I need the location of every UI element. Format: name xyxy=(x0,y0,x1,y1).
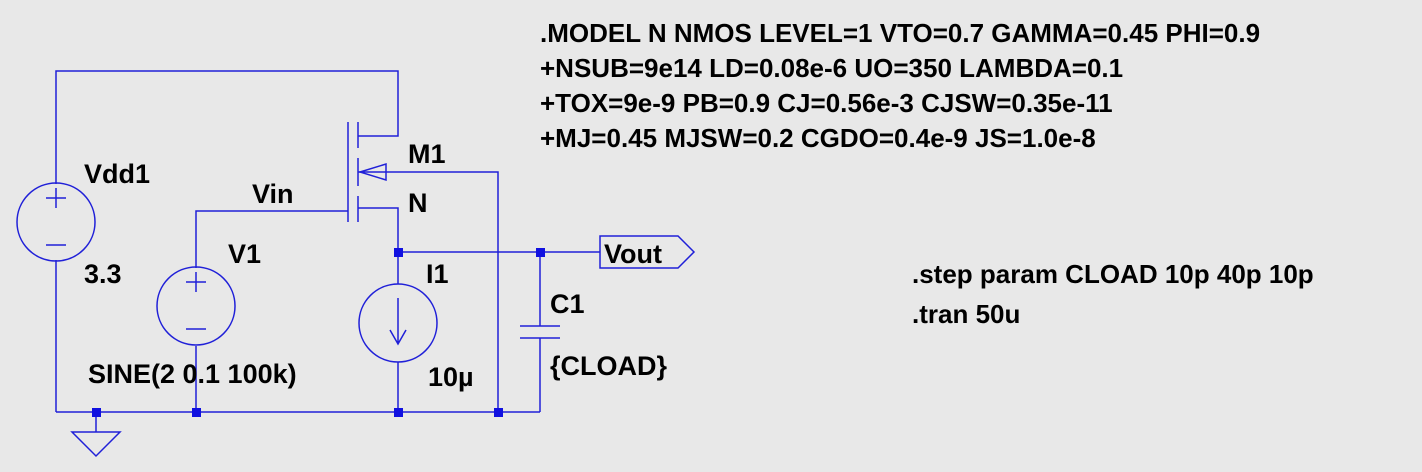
plus-sign-icon xyxy=(186,272,206,292)
v1-value-label: SINE(2 0.1 100k) xyxy=(88,359,297,389)
step-directive: .step param CLOAD 10p 40p 10p xyxy=(912,259,1314,289)
junction-dot xyxy=(394,408,403,417)
wire-source xyxy=(358,207,399,284)
current-arrow-icon xyxy=(389,298,407,346)
i1-name-label: I1 xyxy=(426,259,449,289)
model-line: +MJ=0.45 MJSW=0.2 CGDO=0.4e-9 JS=1.0e-8 xyxy=(540,123,1096,153)
wire-body xyxy=(358,171,499,412)
junction-dot xyxy=(494,408,503,417)
wire-vin-net xyxy=(195,210,348,268)
simulation-directive[interactable]: .step param CLOAD 10p 40p 10p .tran 50u xyxy=(912,259,1314,329)
vout-net-label: Vout xyxy=(604,239,662,269)
plus-sign-icon xyxy=(46,188,66,208)
i1-value-label: 10µ xyxy=(428,362,474,392)
wires xyxy=(55,70,600,432)
tran-directive: .tran 50u xyxy=(912,299,1020,329)
model-directive[interactable]: .MODEL N NMOS LEVEL=1 VTO=0.7 GAMMA=0.45… xyxy=(540,18,1260,153)
vdd1-source[interactable] xyxy=(16,182,96,262)
junction-dot xyxy=(192,408,201,417)
m1-model-label: N xyxy=(408,188,428,218)
model-line: .MODEL N NMOS LEVEL=1 VTO=0.7 GAMMA=0.45… xyxy=(540,18,1260,48)
model-line: +TOX=9e-9 PB=0.9 CJ=0.56e-3 CJSW=0.35e-1… xyxy=(540,88,1113,118)
wire-vdd-top xyxy=(55,70,399,184)
c1-name-label: C1 xyxy=(550,289,585,319)
vout-flag-shape[interactable] xyxy=(599,235,696,269)
vdd1-value-label: 3.3 xyxy=(84,259,122,289)
v1-source[interactable] xyxy=(156,266,236,346)
junctions xyxy=(92,248,545,417)
vdd1-name-label: Vdd1 xyxy=(84,159,150,189)
c1-value-label: {CLOAD} xyxy=(550,351,667,381)
ground-symbol[interactable] xyxy=(70,431,122,458)
current-source-i1[interactable] xyxy=(358,283,438,363)
junction-dot xyxy=(536,248,545,257)
model-line: +NSUB=9e14 LD=0.08e-6 UO=350 LAMBDA=0.1 xyxy=(540,53,1123,83)
v1-name-label: V1 xyxy=(228,239,261,269)
body-arrow-icon xyxy=(357,162,387,182)
nmos-m1[interactable] xyxy=(347,122,387,222)
junction-dot xyxy=(92,408,101,417)
capacitor-c1[interactable] xyxy=(520,325,560,339)
vin-net-label: Vin xyxy=(252,179,294,209)
m1-name-label: M1 xyxy=(408,139,446,169)
junction-dot xyxy=(394,248,403,257)
